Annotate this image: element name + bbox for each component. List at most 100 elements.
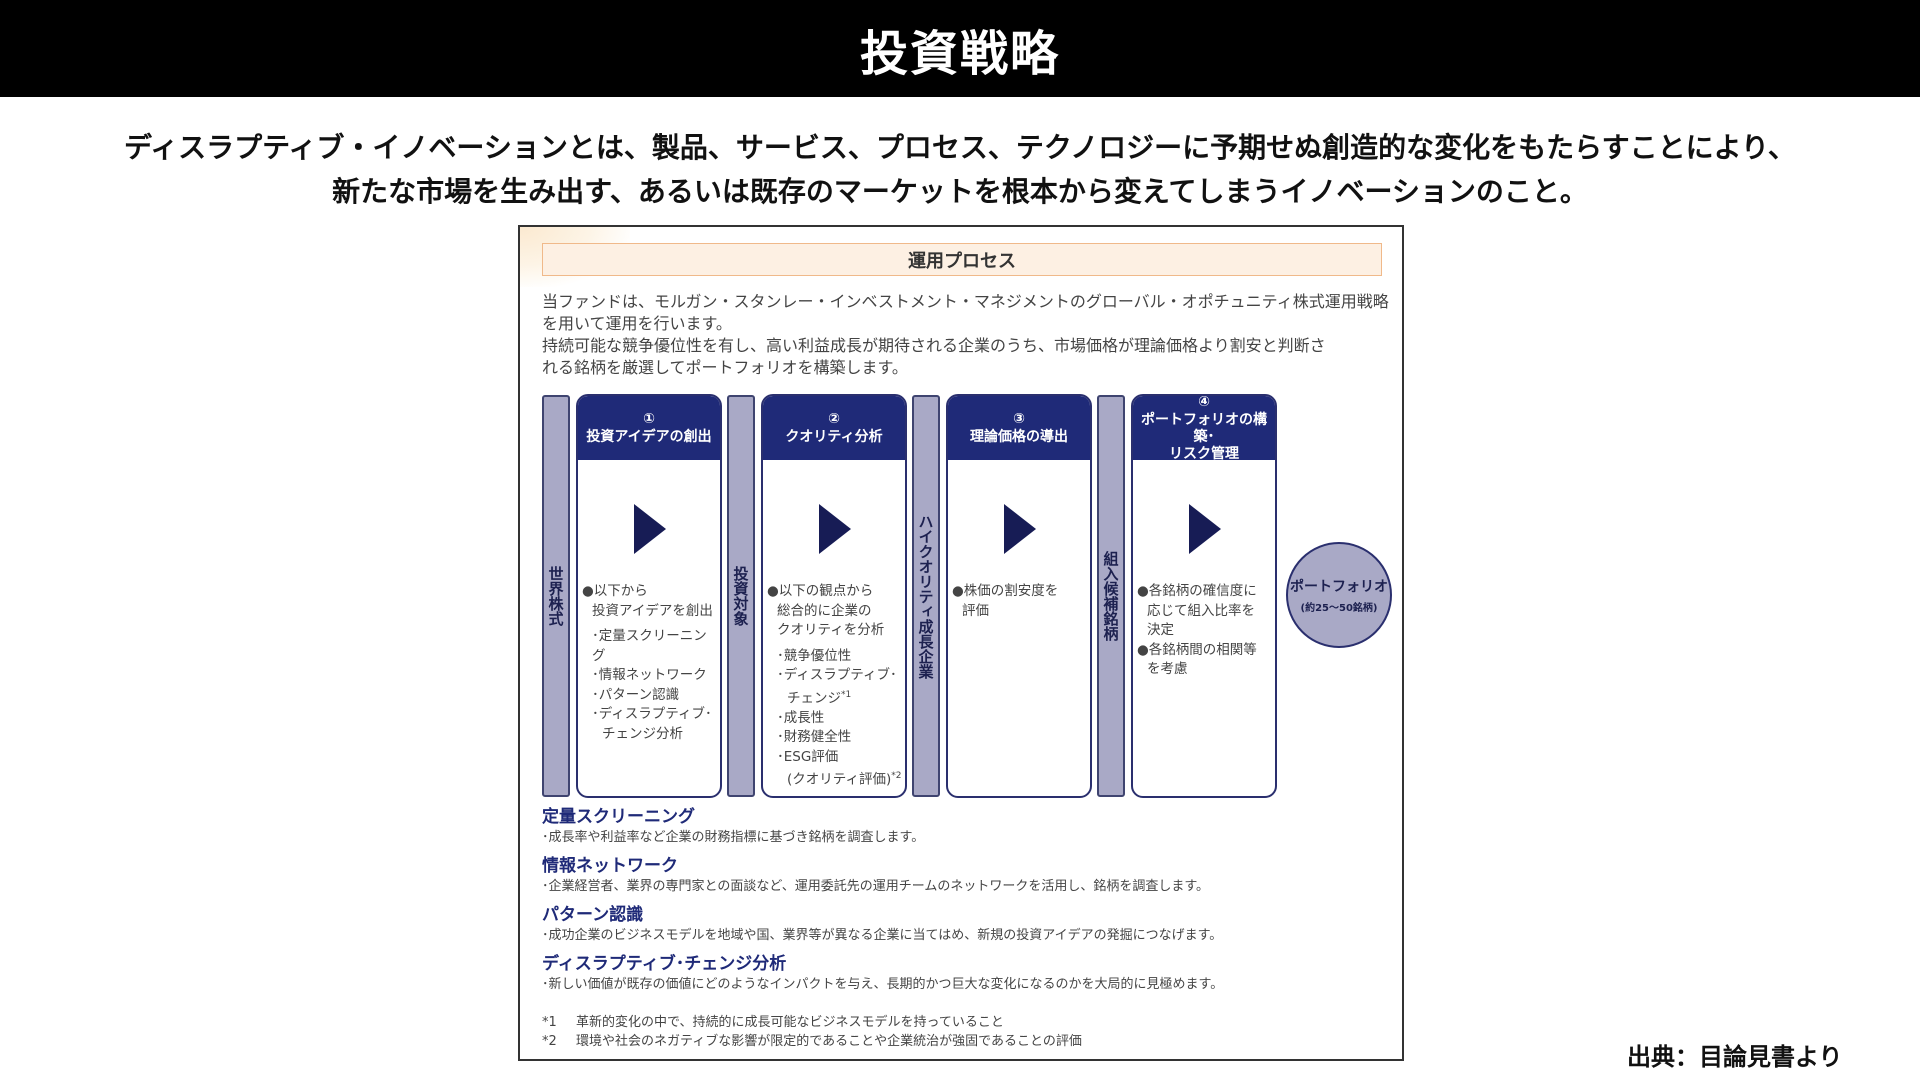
prospectus-excerpt: 運用プロセス 当ファンドは、モルガン・スタンレー・インベストメント・マネジメント… [518, 225, 1404, 1061]
step-line: ●以下の観点から [767, 583, 874, 599]
step-sublist: ･定量スクリーニング ･情報ネットワーク ･パターン認識 ･ディスラプティブ･ … [582, 627, 718, 744]
step-subitem: (クオリティ評価)*2 [777, 767, 903, 790]
definition-title: ディスラプティブ･チェンジ分析 [542, 954, 787, 974]
step-subitem: ･財務健全性 [777, 729, 852, 745]
footnote-ref: *2 [891, 771, 902, 781]
definition-text: ･成長率や利益率など企業の財務指標に基づき銘柄を調査します。 [542, 830, 925, 845]
step-number: ③ [1013, 410, 1025, 427]
footnote-mark: *2 [542, 1034, 557, 1049]
step-line: ●株価の割安度を [952, 583, 1059, 599]
definitions: 定量スクリーニング ･成長率や利益率など企業の財務指標に基づき銘柄を調査します。… [542, 806, 1382, 1002]
step-title: クオリティ分析 [785, 428, 883, 445]
footnotes: *1 革新的変化の中で、持続的に成長可能なビジネスモデルを持っていること *2 … [542, 1013, 1382, 1051]
title-bar: 投資戦略 [0, 0, 1920, 97]
bar-high-quality-growth: ハイクオリティ成長企業 [912, 395, 940, 797]
footnote: *1 革新的変化の中で、持続的に成長可能なビジネスモデルを持っていること [542, 1013, 1382, 1032]
step-line: 応じて組入比率を [1147, 602, 1255, 619]
step-body: ●株価の割安度を 評価 [952, 582, 1088, 621]
definition-text: ･新しい価値が既存の価値にどのようなインパクトを与え、長期的かつ巨大な変化になる… [542, 977, 1224, 992]
bar-label: 世界株式 [546, 566, 565, 626]
step-title: 投資アイデアの創出 [586, 428, 712, 445]
step-line: ●以下から [582, 583, 648, 599]
step-body: ●各銘柄の確信度に 応じて組入比率を 決定 ●各銘柄間の相関等 を考慮 [1137, 582, 1273, 680]
step-number: ② [828, 410, 840, 427]
step-subitem: ･ESG評価 [777, 748, 839, 765]
footnote-mark: *1 [542, 1015, 557, 1030]
play-arrow-icon [634, 504, 666, 554]
step-portfolio-construction: ④ ポートフォリオの構築･ リスク管理 ●各銘柄の確信度に 応じて組入比率を 決… [1131, 394, 1277, 798]
step-subitem: ･成長性 [777, 709, 825, 726]
step-subitem: ･ディスラプティブ･ [592, 706, 712, 722]
step-number: ① [643, 410, 655, 427]
step-body: ●以下の観点から 総合的に企業の クオリティを分析 ･競争優位性 ･ディスラプテ… [767, 582, 903, 790]
step-idea-generation: ① 投資アイデアの創出 ●以下から 投資アイデアを創出 ･定量スクリーニング ･… [576, 394, 722, 798]
play-arrow-icon [1189, 504, 1221, 554]
definition-text: ･企業経営者、業界の専門家との面談など、運用委託先の運用チームのネットワークを活… [542, 879, 1210, 894]
definition-item: ディスラプティブ･チェンジ分析 ･新しい価値が既存の価値にどのようなインパクトを… [542, 953, 1382, 1002]
play-arrow-icon [1004, 504, 1036, 554]
step-sublist: ･競争優位性 ･ディスラプティブ･ チェンジ*1 ･成長性 ･財務健全性 ･ES… [767, 647, 903, 791]
definition-title: 定量スクリーニング [542, 807, 695, 827]
definition-item: 情報ネットワーク ･企業経営者、業界の専門家との面談など、運用委託先の運用チーム… [542, 855, 1382, 904]
step-line: 評価 [962, 602, 989, 619]
step-header: ③ 理論価格の導出 [948, 396, 1090, 460]
intro-text: ディスラプティブ・イノベーションとは、製品、サービス、プロセス、テクノロジーに予… [0, 126, 1920, 214]
step-title-line: ポートフォリオの構築･ [1141, 411, 1267, 445]
step-line: ●各銘柄の確信度に [1137, 583, 1257, 599]
doc-intro-line: を用いて運用を行います。 [542, 314, 732, 333]
definition-item: 定量スクリーニング ･成長率や利益率など企業の財務指標に基づき銘柄を調査します。 [542, 806, 1382, 855]
section-header: 運用プロセス [542, 243, 1382, 276]
bar-global-equity: 世界株式 [542, 395, 570, 797]
source-citation: 出典：目論見書より [1627, 1043, 1843, 1071]
bar-label: ハイクオリティ成長企業 [916, 513, 935, 679]
portfolio-circle: ポートフォリオ (約25〜50銘柄) [1286, 542, 1392, 648]
step-quality-analysis: ② クオリティ分析 ●以下の観点から 総合的に企業の クオリティを分析 ･競争優… [761, 394, 907, 798]
page-title: 投資戦略 [859, 25, 1060, 82]
step-title: ポートフォリオの構築･ リスク管理 [1137, 412, 1271, 463]
step-subitem: ･競争優位性 [777, 647, 852, 664]
doc-intro-line: 持続可能な競争優位性を有し、高い利益成長が期待される企業のうち、市場価格が理論価… [542, 336, 1326, 355]
document-intro: 当ファンドは、モルガン・スタンレー・インベストメント・マネジメントのグローバル・… [542, 291, 1392, 379]
step-title-line: リスク管理 [1169, 445, 1239, 462]
definition-text: ･成功企業のビジネスモデルを地域や国、業界等が異なる企業に当てはめ、新規の投資ア… [542, 928, 1223, 943]
doc-intro-line: れる銘柄を厳選してポートフォリオを構築します。 [542, 358, 908, 377]
doc-intro-line: 当ファンドは、モルガン・スタンレー・インベストメント・マネジメントのグローバル・… [542, 292, 1389, 311]
step-line: を考慮 [1147, 661, 1188, 677]
definition-title: パターン認識 [542, 905, 644, 925]
bar-label: 投資対象 [731, 566, 750, 626]
intro-line-2: 新たな市場を生み出す、あるいは既存のマーケットを根本から変えてしまうイノベーショ… [332, 175, 1588, 208]
step-subitem: チェンジ*1 [777, 686, 903, 709]
footnote-text: 環境や社会のネガティブな影響が限定的であることや企業統治が強固であることの評価 [576, 1034, 1082, 1049]
step-line: 決定 [1147, 622, 1174, 638]
step-subitem: ･ディスラプティブ･ [777, 667, 897, 683]
step-body: ●以下から 投資アイデアを創出 ･定量スクリーニング ･情報ネットワーク ･パタ… [582, 582, 718, 744]
step-line: 総合的に企業の [777, 602, 872, 619]
step-subitem: ･パターン認識 [592, 686, 680, 703]
play-arrow-icon [819, 504, 851, 554]
step-subitem-text: (クオリティ評価) [787, 771, 892, 788]
step-theoretical-price: ③ 理論価格の導出 ●株価の割安度を 評価 [946, 394, 1092, 798]
step-line: ●各銘柄間の相関等 [1137, 641, 1257, 658]
bar-candidate-stocks: 組入候補銘柄 [1097, 395, 1125, 797]
portfolio-label: ポートフォリオ [1290, 579, 1388, 595]
footnote-text: 革新的変化の中で、持続的に成長可能なビジネスモデルを持っていること [576, 1015, 1004, 1030]
step-header: ② クオリティ分析 [763, 396, 905, 460]
bar-investment-target: 投資対象 [727, 395, 755, 797]
bar-label: 組入候補銘柄 [1101, 551, 1120, 641]
step-subitem: ･情報ネットワーク [592, 667, 707, 683]
step-subitem-text: チェンジ [787, 690, 841, 706]
step-title: 理論価格の導出 [970, 428, 1068, 445]
definition-item: パターン認識 ･成功企業のビジネスモデルを地域や国、業界等が異なる企業に当てはめ… [542, 904, 1382, 953]
step-line: クオリティを分析 [777, 622, 885, 638]
portfolio-count: (約25〜50銘柄) [1300, 603, 1378, 614]
intro-line-1: ディスラプティブ・イノベーションとは、製品、サービス、プロセス、テクノロジーに予… [124, 131, 1796, 164]
step-subitem: ･定量スクリーニング [592, 628, 707, 664]
footnote-ref: *1 [841, 689, 852, 700]
step-number: ④ [1198, 394, 1210, 410]
step-line: 投資アイデアを創出 [592, 602, 713, 619]
step-header: ① 投資アイデアの創出 [578, 396, 720, 460]
definition-title: 情報ネットワーク [542, 856, 678, 876]
footnote: *2 環境や社会のネガティブな影響が限定的であることや企業統治が強固であることの… [542, 1032, 1382, 1051]
step-header: ④ ポートフォリオの構築･ リスク管理 [1133, 394, 1275, 463]
step-subitem: チェンジ分析 [602, 725, 683, 742]
